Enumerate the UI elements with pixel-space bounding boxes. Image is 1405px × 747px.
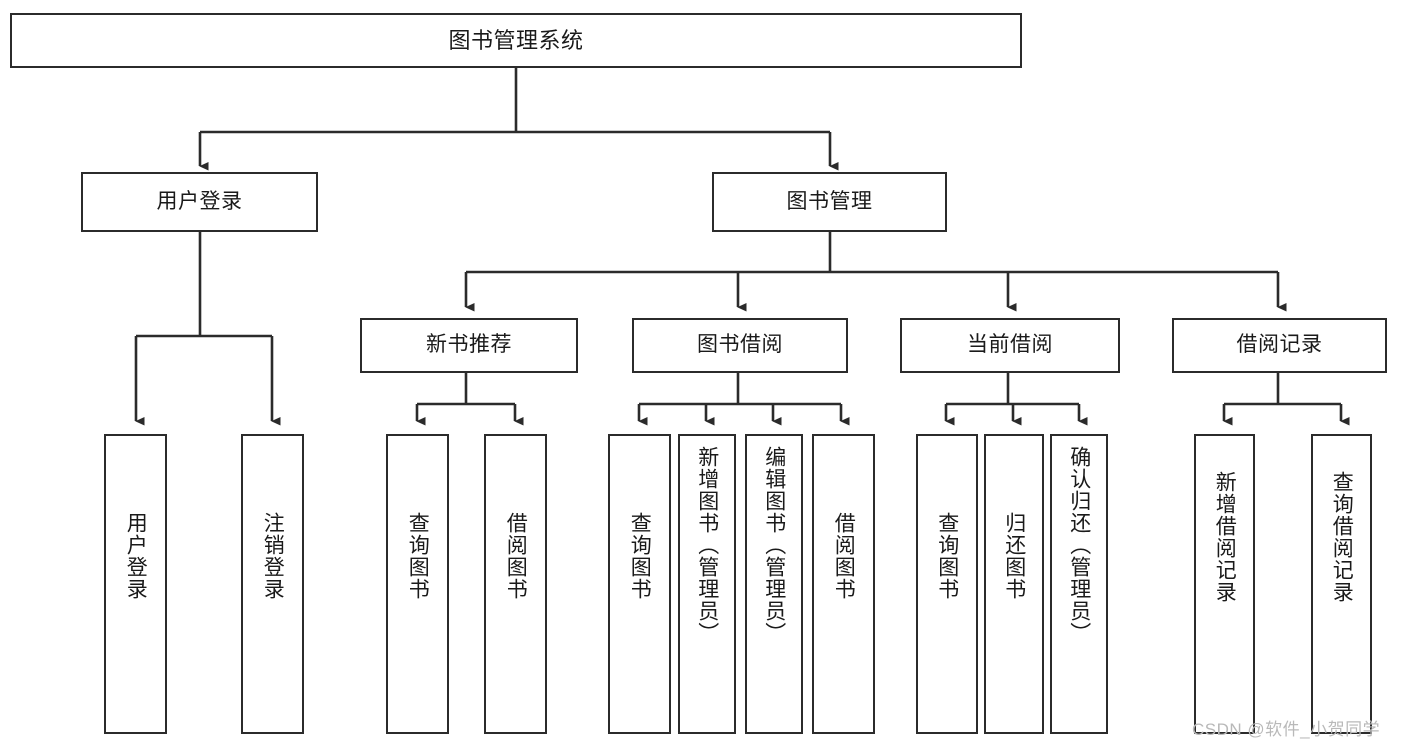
node-label: 归还图书 [1002,512,1026,600]
node-leaf-borrow-book-borrow[interactable]: 借阅图书 [812,434,875,734]
node-user-login[interactable]: 用户登录 [81,172,318,232]
node-label: 借阅图书 [832,512,856,600]
node-leaf-query-book-recommend[interactable]: 查询图书 [386,434,449,734]
node-current-borrow[interactable]: 当前借阅 [900,318,1120,373]
node-label: 新增借阅记录 [1213,471,1237,603]
node-label: 查询图书 [628,512,652,600]
node-leaf-query-borrow-record[interactable]: 查询借阅记录 [1311,434,1372,734]
node-leaf-user-login[interactable]: 用户登录 [104,434,167,734]
node-book-borrow[interactable]: 图书借阅 [632,318,848,373]
node-leaf-query-book-current[interactable]: 查询图书 [916,434,978,734]
node-label: 图书管理 [786,189,873,213]
node-label: 确认归还（管理员） [1067,446,1091,644]
node-leaf-edit-book[interactable]: 编辑图书（管理员） [745,434,803,734]
node-label: 新书推荐 [426,333,512,357]
node-label: 用户登录 [156,189,243,213]
node-label: 当前借阅 [967,333,1053,357]
node-label: 图书管理系统 [448,27,584,53]
node-book-management[interactable]: 图书管理 [712,172,947,232]
node-label: 用户登录 [124,512,148,600]
node-leaf-logout-login[interactable]: 注销登录 [241,434,304,734]
node-label: 图书借阅 [697,333,783,357]
node-label: 借阅图书 [504,512,528,600]
node-new-book-recommend[interactable]: 新书推荐 [360,318,578,373]
node-leaf-borrow-book-recommend[interactable]: 借阅图书 [484,434,547,734]
node-label: 注销登录 [261,512,285,600]
node-label: 查询图书 [406,512,430,600]
node-root-book-management-system[interactable]: 图书管理系统 [10,13,1022,68]
node-leaf-query-book-borrow[interactable]: 查询图书 [608,434,671,734]
csdn-watermark: CSDN @软件_小贺同学 [1192,720,1381,739]
node-borrow-record[interactable]: 借阅记录 [1172,318,1387,373]
node-leaf-add-borrow-record[interactable]: 新增借阅记录 [1194,434,1255,734]
node-label: 编辑图书（管理员） [762,446,786,644]
node-leaf-confirm-return[interactable]: 确认归还（管理员） [1050,434,1108,734]
node-label: 查询图书 [935,512,959,600]
node-leaf-return-book[interactable]: 归还图书 [984,434,1044,734]
node-label: 新增图书（管理员） [695,446,719,644]
node-leaf-add-book[interactable]: 新增图书（管理员） [678,434,736,734]
node-label: 查询借阅记录 [1330,471,1354,603]
node-label: 借阅记录 [1236,333,1323,357]
